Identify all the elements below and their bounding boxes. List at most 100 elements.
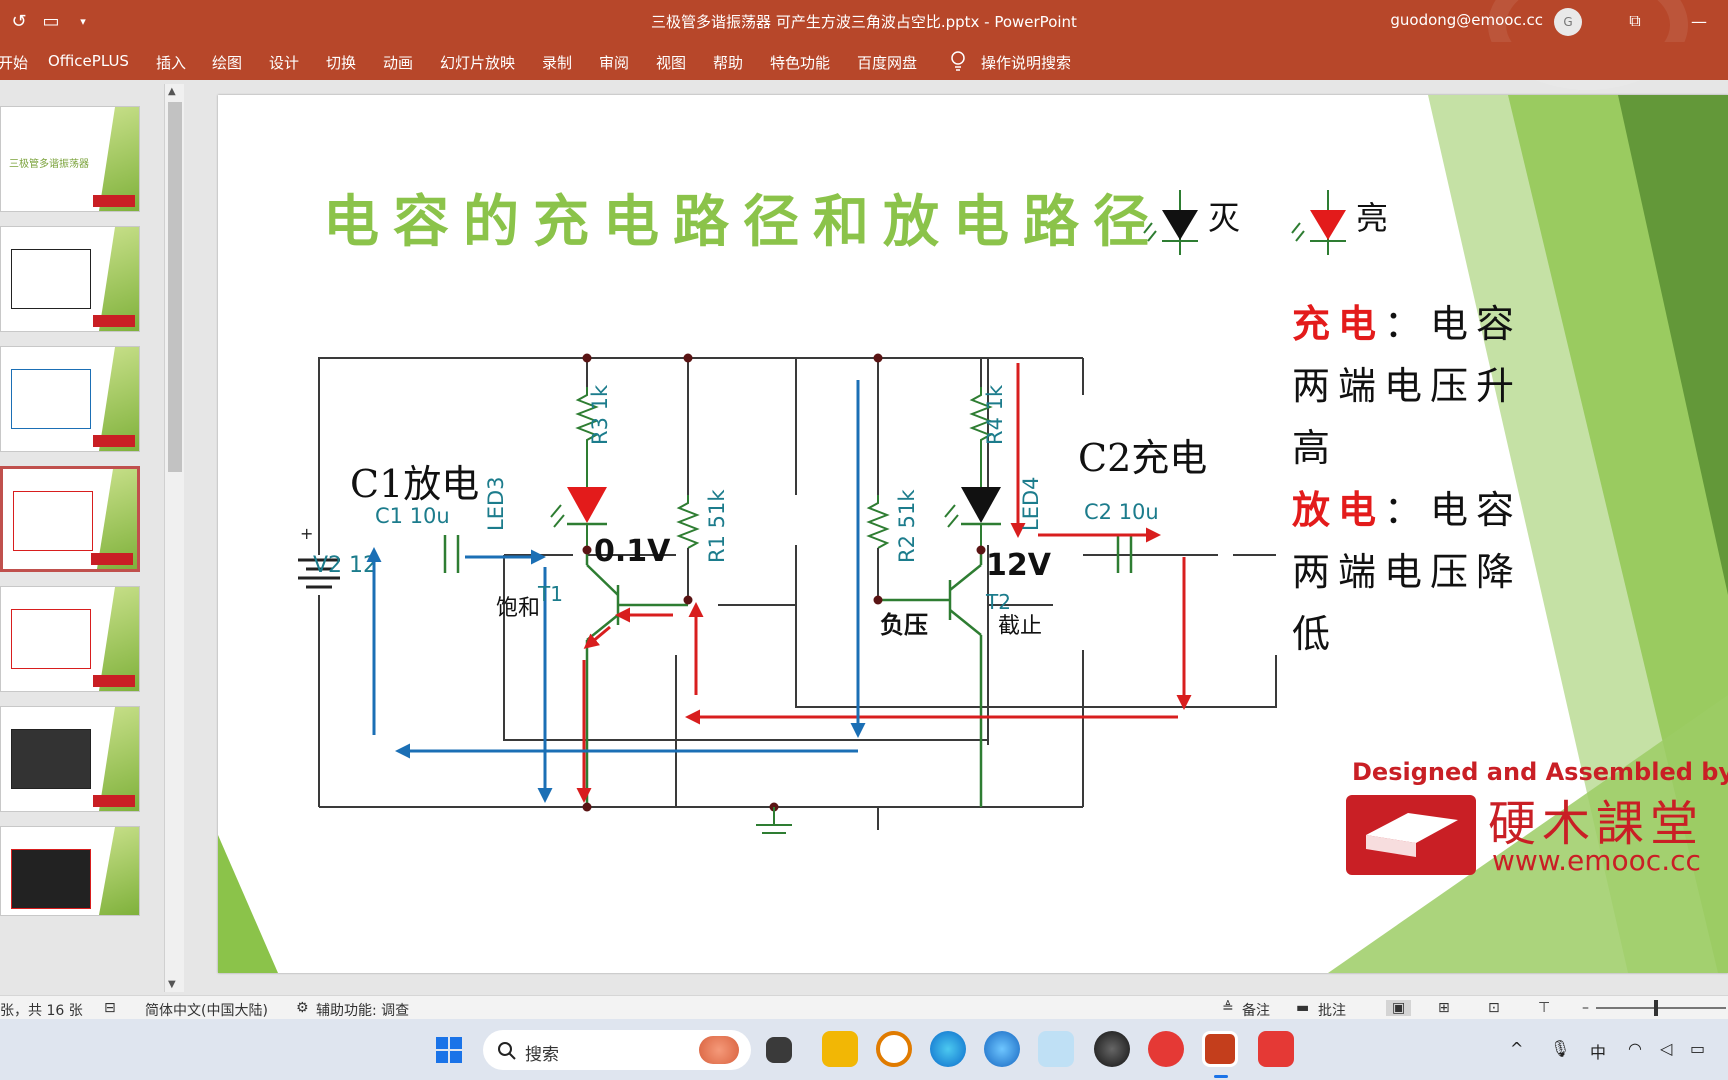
battery-icon[interactable]: ▭ [1690,1039,1706,1058]
ie-icon[interactable] [984,1031,1020,1067]
spellcheck-icon[interactable]: ⊟ [104,1000,116,1016]
discharge-explanation-1: 放电：电容 [1292,487,1522,532]
tab-help[interactable]: 帮助 [713,54,744,72]
tab-slideshow[interactable]: 幻灯片放映 [440,54,516,72]
slide-thumbnail[interactable] [0,586,140,692]
slide-canvas[interactable]: 电容的充电路径和放电路径 灭 亮 [218,95,1728,973]
notes-icon[interactable]: ≜ [1222,1000,1234,1016]
notes-button[interactable]: 备注 [1242,1003,1270,1019]
slide-thumbnail[interactable] [0,346,140,452]
tab-record[interactable]: 录制 [542,54,573,72]
comments-icon[interactable]: ▬ [1296,1000,1310,1016]
tab-special[interactable]: 特色功能 [770,54,831,72]
scroll-up-icon[interactable]: ▲ [168,86,176,97]
tab-insert[interactable]: 插入 [156,54,187,72]
battery-v2-icon [298,558,340,589]
brand-credit: Designed and Assembled by [1352,758,1728,786]
slide-title: 电容的充电路径和放电路径 [323,189,1163,255]
zoom-out-icon[interactable]: – [1582,1000,1589,1016]
accessibility-icon[interactable]: ⚙ [296,1000,309,1016]
scroll-thumb[interactable] [168,102,182,472]
tab-draw[interactable]: 绘图 [212,54,243,72]
zoom-slider-thumb[interactable] [1654,1000,1658,1016]
quick-access-dropdown-icon[interactable]: ▾ [80,14,86,28]
c2-label: C2 10u [1084,500,1159,524]
capacitor-c1-icon [443,535,460,573]
ribbon-display-icon[interactable]: ⧉ [1629,11,1641,30]
tab-officeplus[interactable]: OfficePLUS [48,52,129,70]
tab-home[interactable]: 开始 [0,54,29,72]
legend-on-label: 亮 [1356,199,1388,237]
edge-icon[interactable] [930,1031,966,1067]
tab-view[interactable]: 视图 [656,54,687,72]
avatar[interactable]: G [1554,8,1582,36]
camera-app-icon[interactable] [1094,1031,1130,1067]
charge-explanation-1: 充电：电容 [1292,301,1522,346]
led4-label: LED4 [1019,477,1043,532]
resistor-r3-icon [575,387,599,450]
discharge-desc-3: 低 [1292,612,1330,656]
tell-me-search[interactable]: 操作说明搜索 [981,54,1072,72]
task-view-icon[interactable] [766,1037,792,1063]
slide-thumbnail[interactable]: 三极管多谐振荡器 [0,106,140,212]
windows-start-icon[interactable] [436,1037,462,1063]
accessibility-status[interactable]: 辅助功能: 调查 [316,1003,410,1019]
transistor-t2-icon [878,550,983,807]
brand-logo-icon [1346,795,1476,875]
ime-indicator[interactable]: 中 [1590,1043,1607,1062]
charge-desc-2: 两端电压升 [1292,364,1522,408]
waveform-app-icon[interactable] [1258,1031,1294,1067]
charge-label: 充电 [1292,301,1384,346]
tab-baidu-netdisk[interactable]: 百度网盘 [857,54,918,72]
lightbulb-icon [951,51,965,71]
slide-thumbnail[interactable] [0,226,140,332]
magnifier-app-icon[interactable] [876,1031,912,1067]
wifi-icon[interactable]: ◠ [1628,1039,1642,1058]
discharge-label: 放电 [1292,487,1384,532]
c1-state-label: C1放电 [350,462,479,506]
tab-transitions[interactable]: 切换 [326,54,357,72]
tab-design[interactable]: 设计 [269,54,300,72]
slide-thumbnail[interactable] [0,826,140,916]
tab-animations[interactable]: 动画 [383,54,414,72]
user-email[interactable]: guodong@emooc.cc [1390,11,1543,29]
tray-overflow-icon[interactable]: ^ [1510,1039,1524,1058]
document-title: 三极管多谐振荡器 可产生方波三角波占空比.pptx - PowerPoint [651,13,1077,31]
slide-thumbnails-pane: 三极管多谐振荡器 [0,80,185,995]
taskbar-search-input[interactable]: 搜索 [483,1030,751,1070]
minimize-icon[interactable]: — [1691,11,1707,31]
autosave-icon[interactable]: ↺ [11,10,27,32]
slideshow-view-icon[interactable]: ⊤ [1538,1000,1551,1016]
tab-review[interactable]: 审阅 [599,54,630,72]
c1-label: C1 10u [375,504,450,528]
slide-thumbnail[interactable] [0,706,140,812]
slide-sorter-icon[interactable]: ⊞ [1438,1000,1450,1016]
slide-background-shapes [218,95,1728,973]
discharge-desc-2: 两端电压降 [1292,550,1522,594]
volume-icon[interactable]: ◁ [1660,1039,1673,1058]
legend-off-label: 灭 [1208,199,1240,237]
scroll-down-icon[interactable]: ▼ [168,979,176,990]
capacitor-c2-icon [1116,535,1133,573]
zoom-slider[interactable] [1596,1007,1726,1009]
normal-view-icon[interactable]: ▣ [1386,1000,1412,1016]
reading-view-icon[interactable]: ⊡ [1488,1000,1500,1016]
resistor-r4-icon [969,387,993,450]
microphone-icon[interactable]: 🎙 [1550,1039,1571,1058]
slide-thumbnail-selected[interactable] [0,466,140,572]
charge-path-arrows [576,363,1192,803]
powerpoint-taskbar-icon[interactable] [1202,1031,1238,1067]
wps-icon[interactable] [1148,1031,1184,1067]
comments-button[interactable]: 批注 [1318,1003,1346,1019]
t1-label: T1 [537,582,563,606]
thumbnails-scrollbar[interactable]: ▲ ▼ [164,84,184,992]
active-app-indicator [1214,1075,1228,1078]
thumbnail-title: 三极管多谐振荡器 [9,159,89,170]
file-explorer-icon[interactable] [822,1031,858,1067]
t1-voltage: 0.1V [594,534,671,569]
live-app-icon[interactable] [1038,1031,1074,1067]
t2-label: T2 [985,590,1011,614]
present-from-start-icon[interactable]: ▭ [42,10,60,32]
language-indicator[interactable]: 简体中文(中国大陆) [145,1003,268,1019]
legend-led-on-icon [1291,190,1346,255]
